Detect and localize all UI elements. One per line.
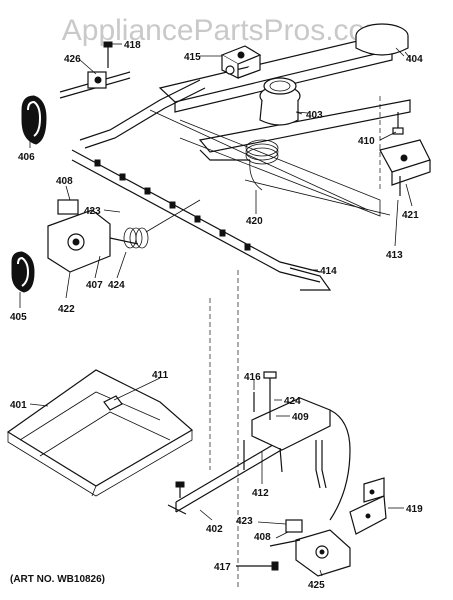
part-424-coil (123, 199, 201, 249)
label-412: 412 (252, 488, 269, 499)
label-422: 422 (58, 304, 75, 315)
part-411-clip (103, 395, 123, 411)
label-421: 421 (402, 210, 419, 221)
manifold-frame (149, 37, 411, 217)
label-426: 426 (64, 54, 81, 65)
label-410: 410 (358, 136, 375, 147)
label-408b: 408 (254, 532, 271, 543)
part-404-burner (355, 23, 411, 59)
part-426-valve (59, 71, 131, 99)
part-401-panel (6, 369, 194, 497)
part-422-valve-body (47, 199, 139, 273)
label-418: 418 (124, 40, 141, 51)
assembly-guide-lines (209, 96, 381, 590)
label-415: 415 (184, 52, 201, 63)
label-405: 405 (10, 312, 27, 323)
gas-tube-upper (79, 79, 201, 141)
label-423a: 423 (84, 206, 101, 217)
label-414: 414 (320, 266, 337, 277)
label-416: 416 (244, 372, 261, 383)
label-424b: 424 (284, 396, 301, 407)
part-414-burner-tube (71, 149, 332, 291)
label-404: 404 (406, 54, 423, 65)
label-413: 413 (386, 250, 403, 261)
part-403-regulator (259, 77, 309, 126)
part-419-bracket (349, 477, 387, 535)
label-417: 417 (214, 562, 231, 573)
gas-tube-lower (84, 87, 206, 149)
part-415-fitting (220, 45, 262, 79)
part-number-labels: 426 418 415 404 403 410 406 408 423 420 … (10, 40, 423, 591)
part-402-screw (175, 481, 185, 498)
leader-lines (19, 43, 413, 577)
part-418-screw (103, 41, 113, 68)
label-411: 411 (152, 370, 169, 381)
label-423b: 423 (236, 516, 253, 527)
label-403: 403 (306, 110, 323, 121)
art-number: (ART NO. WB10826) (10, 574, 105, 585)
label-407: 407 (86, 280, 103, 291)
label-402: 402 (206, 524, 223, 535)
label-401: 401 (10, 400, 27, 411)
label-420: 420 (246, 216, 263, 227)
part-425-valve (269, 519, 351, 577)
label-424a: 424 (108, 280, 125, 291)
part-421-bracket (379, 112, 431, 196)
label-408a: 408 (56, 176, 73, 187)
part-420-coil-tube (199, 139, 279, 191)
label-406: 406 (18, 152, 35, 163)
label-409: 409 (292, 412, 309, 423)
watermark-text: AppliancePartsPros.com (62, 14, 390, 47)
part-405-knob (11, 251, 35, 293)
label-419: 419 (406, 504, 423, 515)
part-406-knob (21, 95, 47, 145)
label-425: 425 (308, 580, 325, 591)
part-lower-burner-bracket (243, 371, 351, 521)
